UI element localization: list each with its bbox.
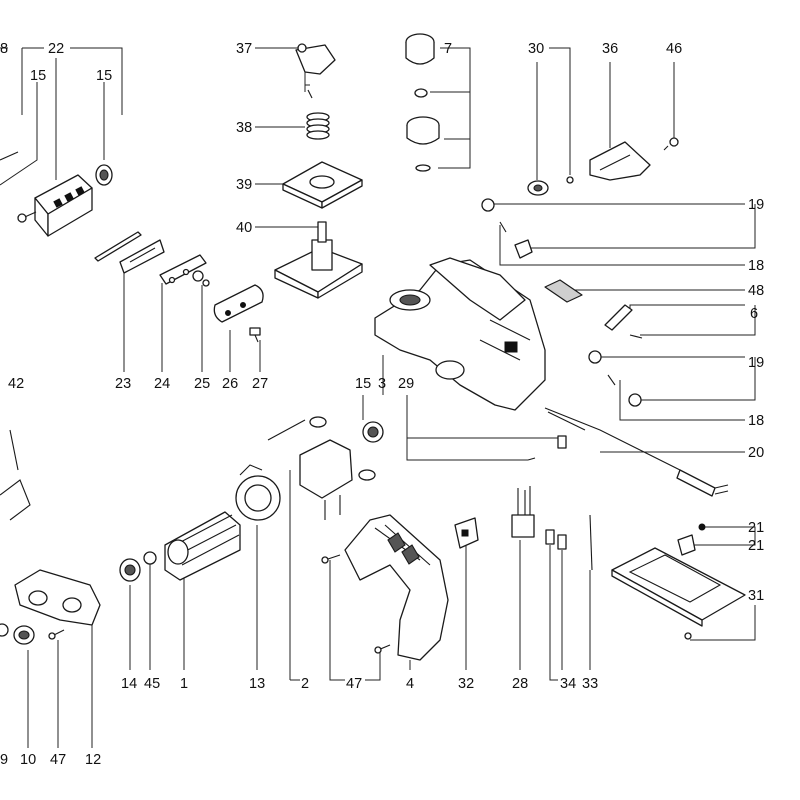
part-bearing-14 (119, 558, 141, 582)
part-stopper-21 (677, 523, 706, 556)
label-29: 29 (398, 376, 414, 392)
label-40: 40 (236, 220, 252, 236)
label-19a: 19 (748, 197, 764, 213)
part-bushing-18a (499, 221, 533, 259)
label-46: 46 (666, 41, 682, 57)
part-blade-23 (94, 231, 165, 274)
part-screw-30b (566, 176, 574, 184)
label-19b: 19 (748, 355, 764, 371)
label-13: 13 (249, 676, 265, 692)
part-plate-39 (282, 161, 363, 209)
part-handle-4 (344, 514, 449, 661)
label-33: 33 (582, 676, 598, 692)
label-30: 30 (528, 41, 544, 57)
part-sleeve-34 (545, 529, 567, 550)
part-armature-1 (164, 511, 241, 581)
label-14: 14 (121, 676, 137, 692)
part-screw-47a (321, 554, 341, 564)
label-42: 42 (8, 376, 24, 392)
label-3: 3 (378, 376, 386, 392)
part-knob-10 (13, 625, 35, 645)
label-15a: 15 (30, 68, 46, 84)
label-34: 34 (560, 676, 576, 692)
part-clamp-24 (159, 254, 207, 285)
part-labels: 8 22 15 15 37 38 39 40 7 30 36 46 19 18 … (0, 41, 764, 768)
part-fan-13 (235, 464, 281, 521)
label-31: 31 (748, 588, 764, 604)
part-switch-6 (604, 304, 643, 339)
label-25: 25 (194, 376, 210, 392)
part-screw-47c (48, 629, 65, 640)
label-18b: 18 (748, 413, 764, 429)
part-cover-36 (589, 141, 651, 181)
label-15c: 15 (355, 376, 371, 392)
part-bushing-18b (628, 393, 642, 407)
part-connector-32 (454, 517, 479, 549)
label-20: 20 (748, 445, 764, 461)
label-24: 24 (154, 376, 170, 392)
label-23: 23 (115, 376, 131, 392)
part-label-48 (544, 279, 583, 303)
leader-lines (0, 47, 756, 748)
part-screw-9 (0, 623, 9, 637)
part-cord-20 (544, 407, 729, 497)
part-spring-38 (306, 112, 330, 140)
label-48: 48 (748, 283, 764, 299)
label-8: 8 (0, 41, 8, 57)
label-27: 27 (252, 376, 268, 392)
part-bracket-37 (295, 43, 336, 99)
part-drum-26 (213, 284, 264, 323)
label-39: 39 (236, 177, 252, 193)
label-22: 22 (48, 41, 64, 57)
label-6: 6 (750, 306, 758, 322)
part-washer-30 (527, 180, 549, 196)
label-7: 7 (444, 41, 452, 57)
label-18a: 18 (748, 258, 764, 274)
label-21a: 21 (748, 520, 764, 536)
part-screw-46 (663, 137, 679, 151)
label-26: 26 (222, 376, 238, 392)
part-brush-holder-22 (0, 151, 93, 237)
label-37: 37 (236, 41, 252, 57)
part-washer-45 (143, 551, 157, 565)
part-knob-40 (274, 221, 363, 299)
part-cap-19b (588, 350, 616, 386)
part-bearing-15a (95, 164, 113, 186)
label-12: 12 (85, 752, 101, 768)
label-38: 38 (236, 120, 252, 136)
label-47b: 47 (50, 752, 66, 768)
label-36: 36 (602, 41, 618, 57)
label-45: 45 (144, 676, 160, 692)
label-47a: 47 (346, 676, 362, 692)
part-brushes-28 (511, 486, 535, 538)
part-baseplate-31 (611, 547, 746, 640)
label-4: 4 (406, 676, 414, 692)
label-21b: 21 (748, 538, 764, 554)
label-28: 28 (512, 676, 528, 692)
part-screw-27 (249, 327, 261, 343)
part-bearing-15c (362, 421, 384, 443)
part-wire-33 (589, 514, 593, 571)
part-screw-25 (192, 270, 210, 287)
label-15b: 15 (96, 68, 112, 84)
part-clip-29 (527, 435, 567, 461)
label-1: 1 (180, 676, 188, 692)
part-cover-12 (14, 569, 101, 626)
part-housing-3 (374, 257, 546, 411)
label-10: 10 (20, 752, 36, 768)
part-screw-47b (374, 644, 391, 654)
part-knob-7 (405, 33, 440, 172)
label-2: 2 (301, 676, 309, 692)
part-cap-19a (481, 198, 495, 212)
label-32: 32 (458, 676, 474, 692)
part-42 (0, 429, 31, 521)
part-stator-2 (267, 416, 376, 520)
label-9: 9 (0, 752, 8, 768)
